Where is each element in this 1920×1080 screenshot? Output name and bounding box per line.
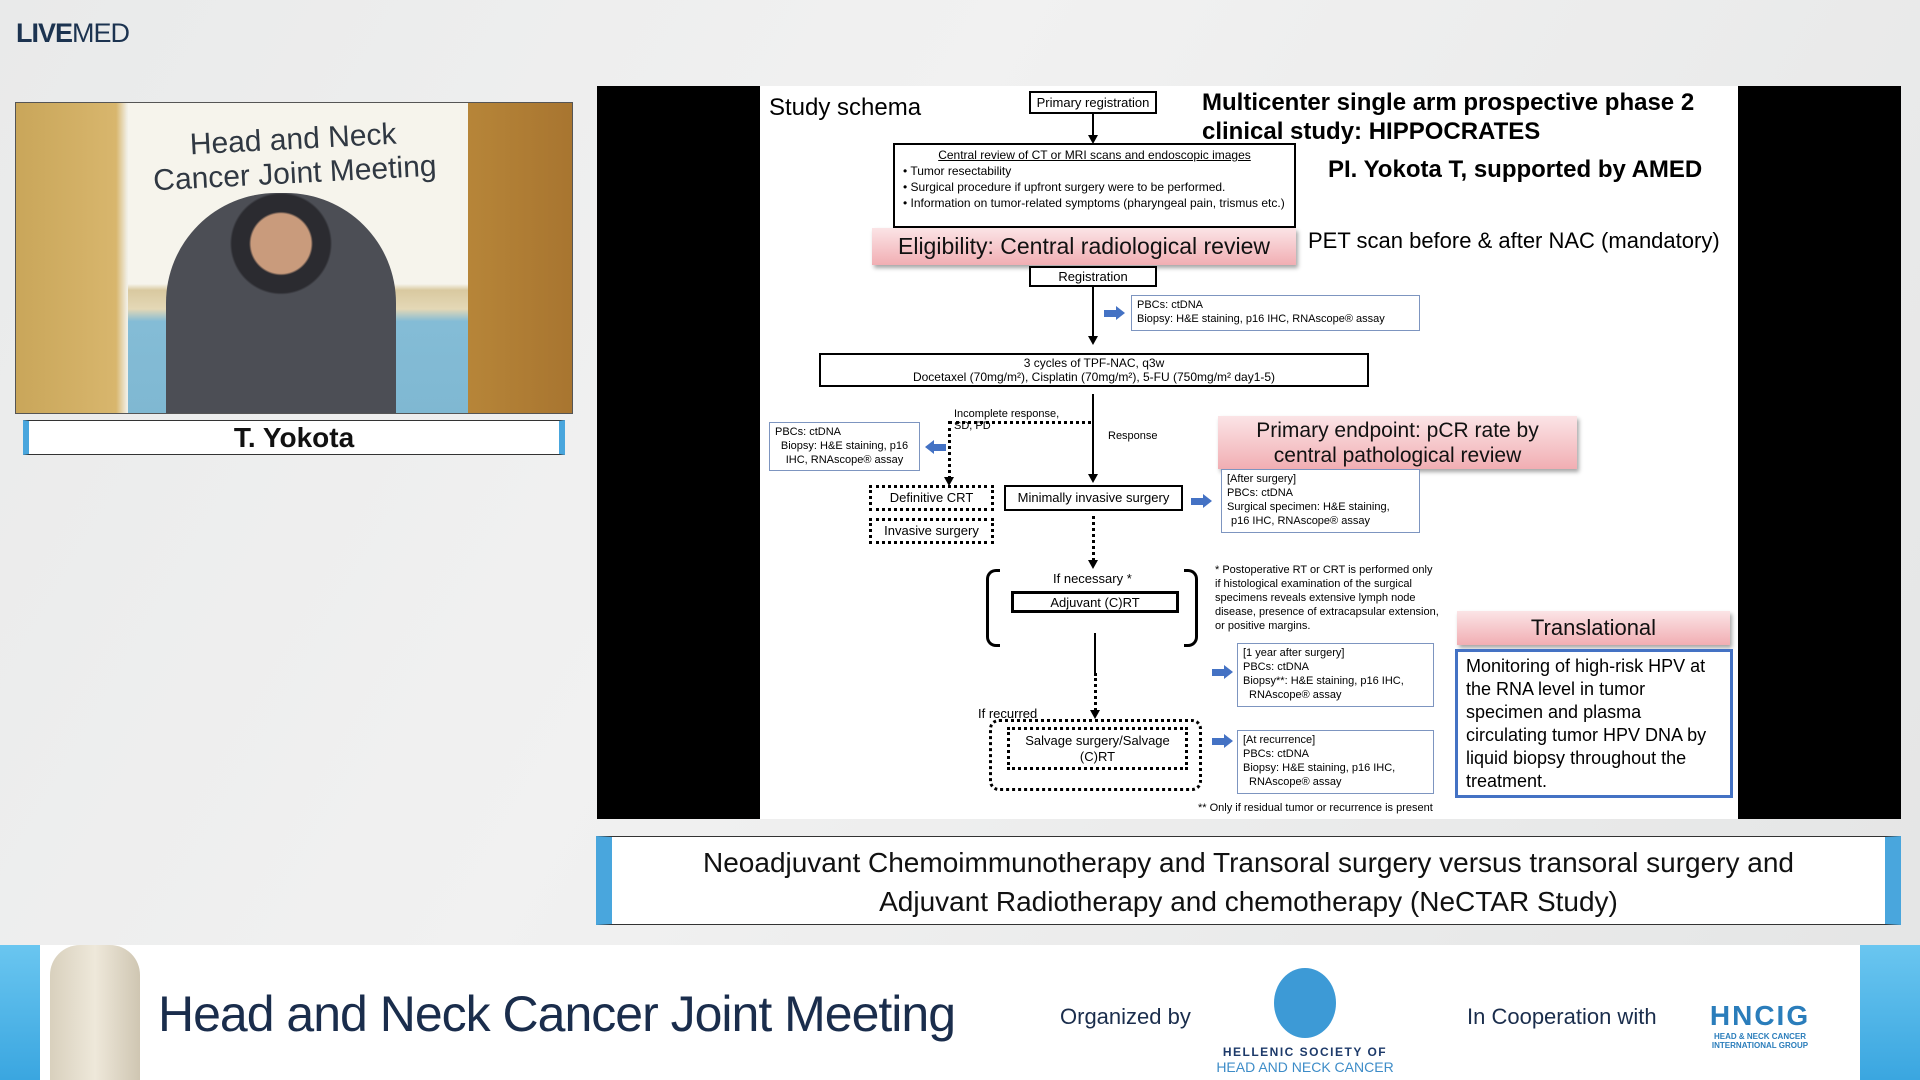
- blue-arrow-icon: [1212, 665, 1234, 679]
- livemed-logo: LIVEMED: [16, 18, 130, 49]
- slide-caption: Neoadjuvant Chemoimmunotherapy and Trans…: [596, 836, 1901, 925]
- if-necessary-label: If necessary *: [1053, 571, 1132, 586]
- hellenic-society-logo: HELLENIC SOCIETY OF HEAD AND NECK CANCER: [1210, 968, 1400, 1075]
- title-line: clinical study: HIPPOCRATES: [1202, 118, 1541, 145]
- logo-med: MED: [72, 18, 130, 48]
- dotted-line: [949, 421, 1091, 424]
- arrow-line: [1094, 633, 1096, 673]
- minimally-invasive-surgery-box: Minimally invasive surgery: [1004, 485, 1183, 511]
- slide-title: Multicenter single arm prospective phase…: [1202, 88, 1694, 146]
- definitive-crt-box: Definitive CRT: [869, 485, 994, 511]
- bracket-right: [1184, 569, 1198, 647]
- speaker-figure: [166, 193, 396, 413]
- adjuvant-crt-box: Adjuvant (C)RT: [1011, 591, 1179, 613]
- speaker-video: Head and Neck Cancer Joint Meeting: [15, 102, 573, 414]
- cycladic-statue-image: [50, 945, 140, 1080]
- footnote-postoperative: * Postoperative RT or CRT is performed o…: [1215, 564, 1439, 632]
- footer-title: Head and Neck Cancer Joint Meeting: [158, 986, 956, 1042]
- arrow-line: [1092, 394, 1094, 474]
- registration-box: Registration: [1029, 266, 1157, 287]
- arrowhead: [1088, 135, 1098, 144]
- blue-arrow-icon: [1104, 306, 1126, 320]
- if-recurred-label: If recurred: [978, 706, 1038, 721]
- study-schema-label: Study schema: [769, 94, 922, 121]
- response-label: Response: [1108, 430, 1158, 442]
- arrowhead: [944, 477, 954, 486]
- caption-line: Adjuvant Radiotherapy and chemotherapy (…: [879, 886, 1618, 917]
- speaker-name: T. Yokota: [23, 420, 565, 455]
- blue-arrow-icon: [1191, 494, 1213, 508]
- slide: Study schema Multicenter single arm pros…: [760, 86, 1738, 819]
- dotted-line: [1094, 673, 1097, 711]
- bullet: • Tumor resectability: [903, 164, 1012, 178]
- dotted-line: [948, 421, 951, 479]
- bullet: • Information on tumor-related symptoms …: [903, 196, 1285, 210]
- salvage-bracket: [989, 719, 1202, 791]
- primary-registration-box: Primary registration: [1029, 91, 1157, 114]
- translational-banner: Translational: [1457, 611, 1730, 645]
- eligibility-banner: Eligibility: Central radiological review: [872, 228, 1296, 265]
- arrowhead: [1088, 474, 1098, 483]
- bullet: • Surgical procedure if upfront surgery …: [903, 180, 1226, 194]
- arrowhead: [1090, 710, 1100, 719]
- invasive-surgery-box: Invasive surgery: [869, 518, 994, 544]
- central-review-heading: Central review of CT or MRI scans and en…: [938, 148, 1251, 162]
- blue-arrow-icon: [1212, 734, 1234, 748]
- footer-stripe-left: [0, 945, 40, 1080]
- incomplete-response-label: Incomplete response,SD, PD: [954, 408, 1060, 432]
- blue-arrow-icon: [924, 441, 946, 453]
- cooperation-label: In Cooperation with: [1467, 1004, 1657, 1029]
- footer-banner: [0, 945, 1920, 1080]
- arrowhead: [1088, 560, 1098, 569]
- ribbon-icon: [1274, 968, 1336, 1038]
- pet-text: PET scan before & after NAC (mandatory): [1308, 228, 1720, 253]
- footer-stripe-right: [1860, 945, 1920, 1080]
- organized-by-label: Organized by: [1060, 1004, 1191, 1029]
- footnote-residual: ** Only if residual tumor or recurrence …: [1198, 802, 1433, 814]
- title-line: Multicenter single arm prospective phase…: [1202, 89, 1695, 116]
- logo-live: LIVE: [16, 18, 73, 48]
- salvage-box: Salvage surgery/Salvage(C)RT: [1007, 727, 1188, 770]
- arrow-line: [1092, 114, 1094, 136]
- central-review-box: Central review of CT or MRI scans and en…: [893, 143, 1296, 228]
- arrowhead: [1088, 336, 1098, 345]
- pi-text: PI. Yokota T, supported by AMED: [1328, 156, 1703, 183]
- caption-line: Neoadjuvant Chemoimmunotherapy and Trans…: [703, 847, 1794, 878]
- hncig-logo: HNCIG HEAD & NECK CANCER INTERNATIONAL G…: [1709, 1000, 1811, 1050]
- bracket-left: [986, 569, 1000, 647]
- arrow-line: [1092, 287, 1094, 337]
- dotted-line: [1092, 516, 1095, 561]
